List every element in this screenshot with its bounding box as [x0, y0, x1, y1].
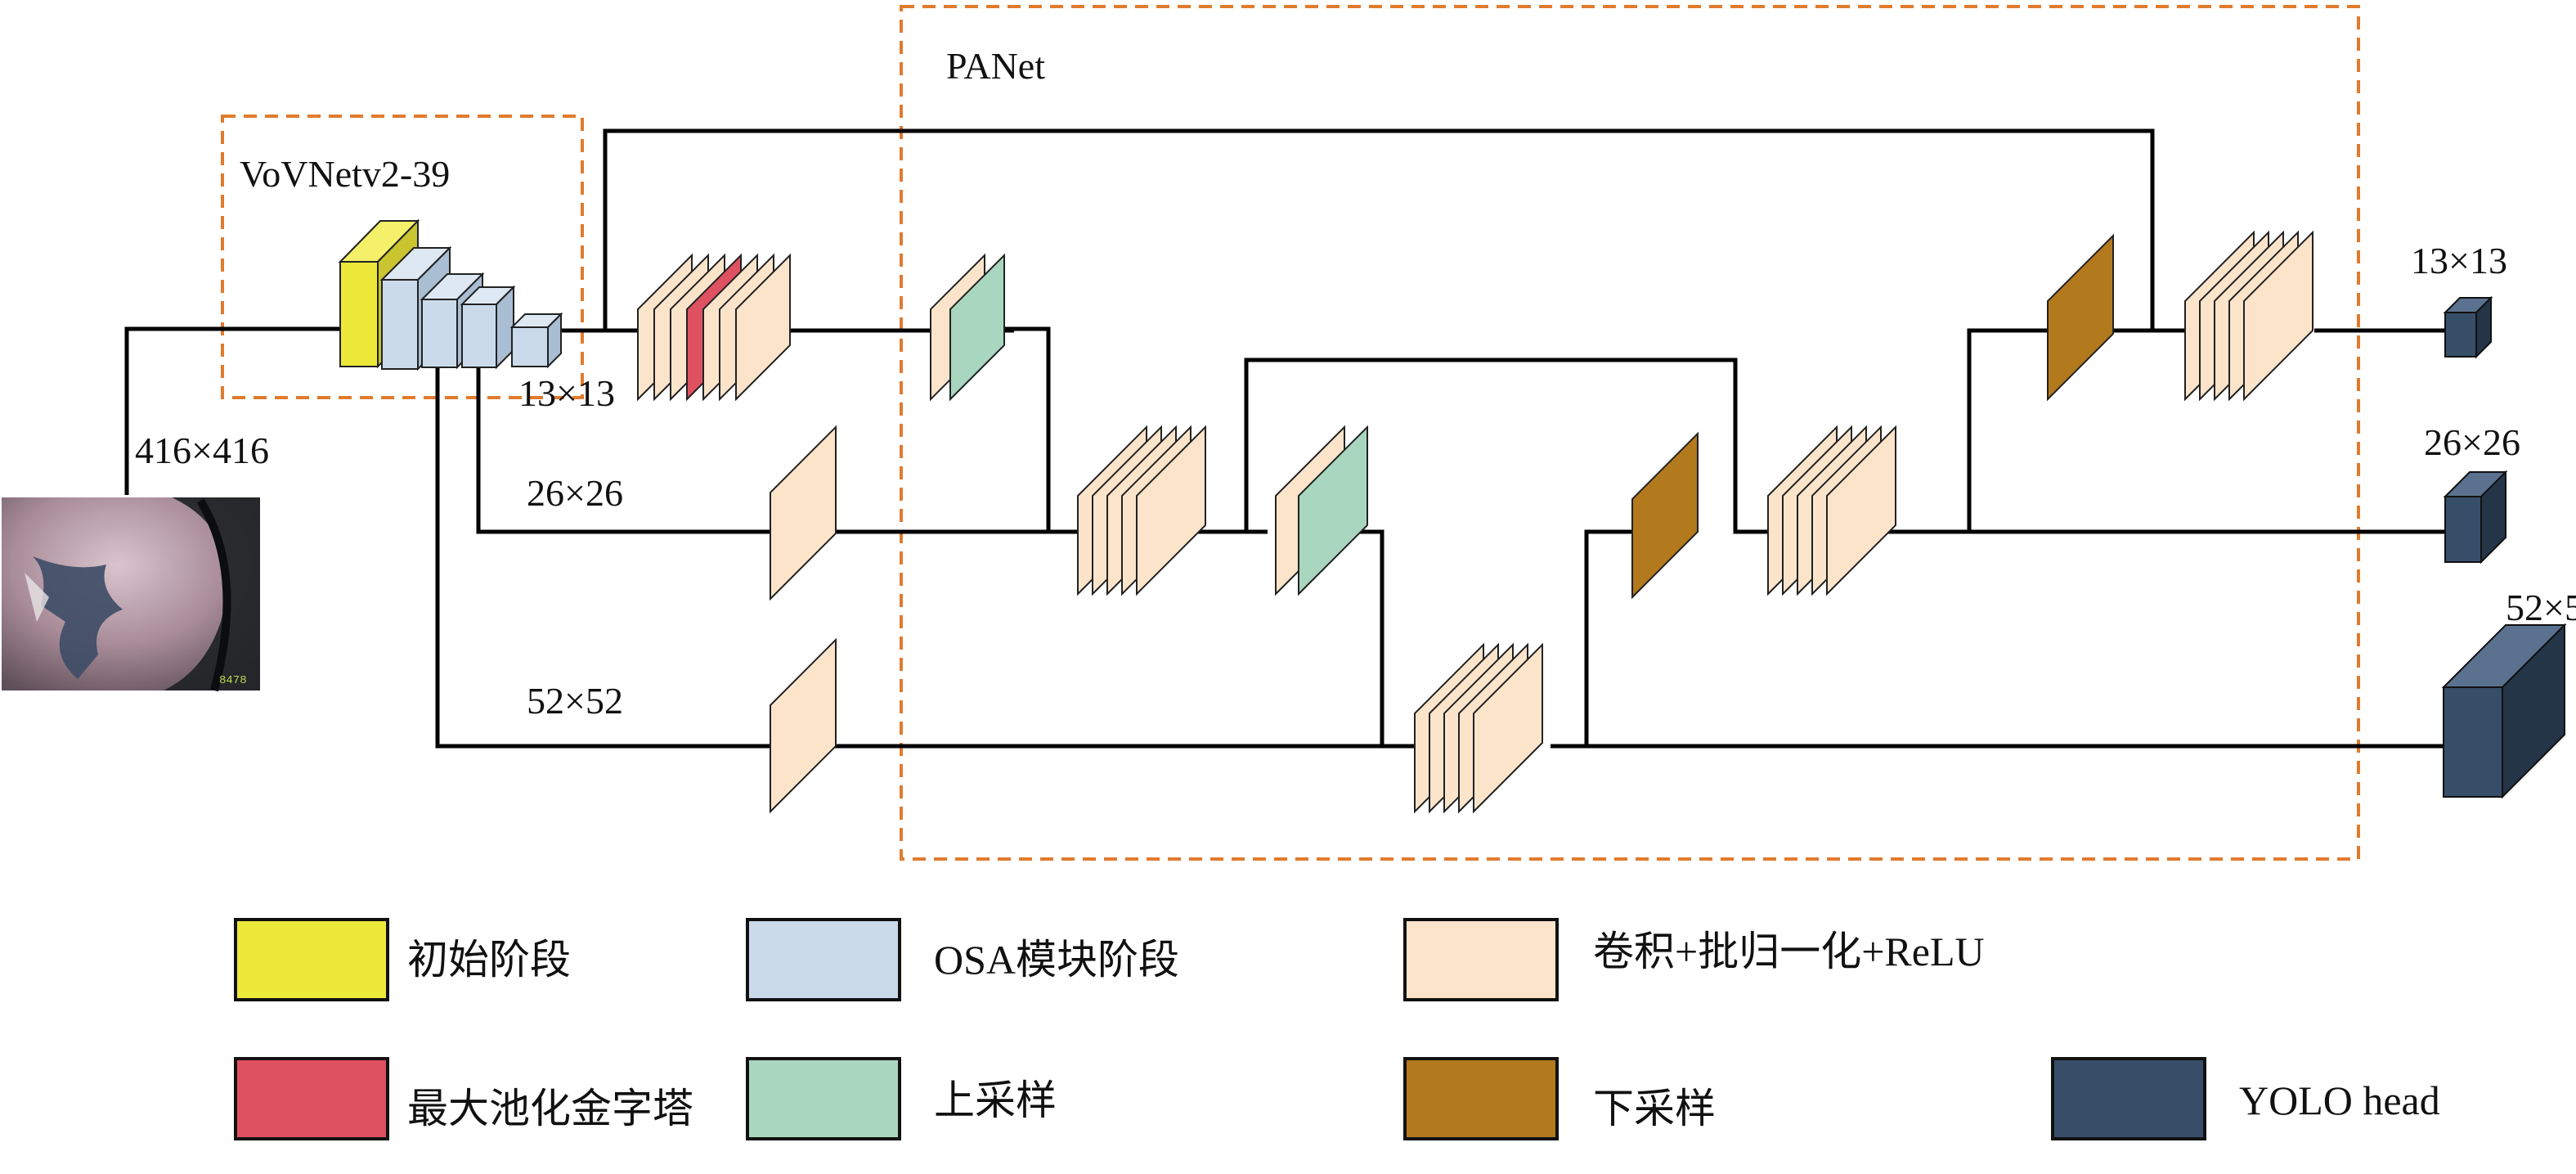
- legend-swatch-head: [2051, 1057, 2206, 1140]
- lateral-cbr-52: [770, 637, 837, 814]
- legend-label-down: 下采样: [1593, 1086, 1716, 1131]
- input-size-label: 416×416: [135, 430, 269, 471]
- osa-stage-4: [509, 312, 563, 369]
- legend-swatch-osa: [746, 918, 901, 1001]
- output-13-label: 13×13: [2411, 240, 2507, 281]
- yolo-head-13: [2443, 295, 2493, 359]
- input-image: 8478: [2, 497, 260, 692]
- legend-swatch-stem: [234, 918, 389, 1001]
- cbr-stack-26-top-down: [1077, 425, 1206, 596]
- legend: 初始阶段 OSA模块阶段 卷积+批归一化+ReLU 最大池化金字塔 上采样 下采…: [234, 918, 2440, 1140]
- legend-swatch-spp: [234, 1057, 389, 1140]
- cbr-stack-13-bottom-up: [2184, 230, 2313, 402]
- yolo-head-26: [2443, 470, 2508, 565]
- scale-13-label: 13×13: [518, 372, 615, 414]
- output-26-label: 26×26: [2424, 421, 2520, 463]
- upsample-block-2: [1275, 425, 1368, 596]
- legend-label-up: 上采样: [934, 1077, 1057, 1123]
- downsample-block-2: [2047, 233, 2114, 402]
- legend-label-spp: 最大池化金字塔: [407, 1086, 693, 1131]
- osa-stage-3: [460, 285, 516, 370]
- spp-block: [637, 253, 791, 402]
- input-image-overlay-text: 8478: [219, 674, 247, 687]
- scale-26-label: 26×26: [527, 472, 623, 514]
- legend-label-stem: 初始阶段: [407, 937, 571, 983]
- upsample-block-1: [930, 253, 1005, 402]
- panet-dashed-box: [900, 5, 2360, 861]
- yolo-head-52: [2441, 623, 2567, 799]
- downsample-block-1: [1631, 431, 1699, 600]
- legend-label-cbr: 卷积+批归一化+ReLU: [1593, 929, 1985, 974]
- backbone-blocks: [338, 218, 563, 371]
- legend-label-osa: OSA模块阶段: [934, 937, 1179, 983]
- scale-52-label: 52×52: [527, 680, 623, 722]
- cbr-stack-26-bottom-up: [1767, 425, 1896, 596]
- neck-label: PANet: [946, 45, 1045, 87]
- legend-label-head: YOLO head: [2239, 1077, 2440, 1123]
- legend-swatch-up: [746, 1057, 901, 1140]
- connection-wires: [124, 128, 2445, 749]
- yolo-head-outputs: [2441, 295, 2567, 799]
- backbone-label: VoVNetv2-39: [240, 153, 450, 195]
- layer-blocks: [637, 230, 2313, 814]
- legend-swatch-cbr: [1403, 918, 1559, 1001]
- output-52-label: 52×52: [2506, 587, 2576, 628]
- legend-swatch-down: [1403, 1057, 1559, 1140]
- lateral-cbr-26: [770, 425, 837, 601]
- cbr-stack-52: [1414, 642, 1543, 814]
- backbone-dashed-box: [221, 115, 584, 399]
